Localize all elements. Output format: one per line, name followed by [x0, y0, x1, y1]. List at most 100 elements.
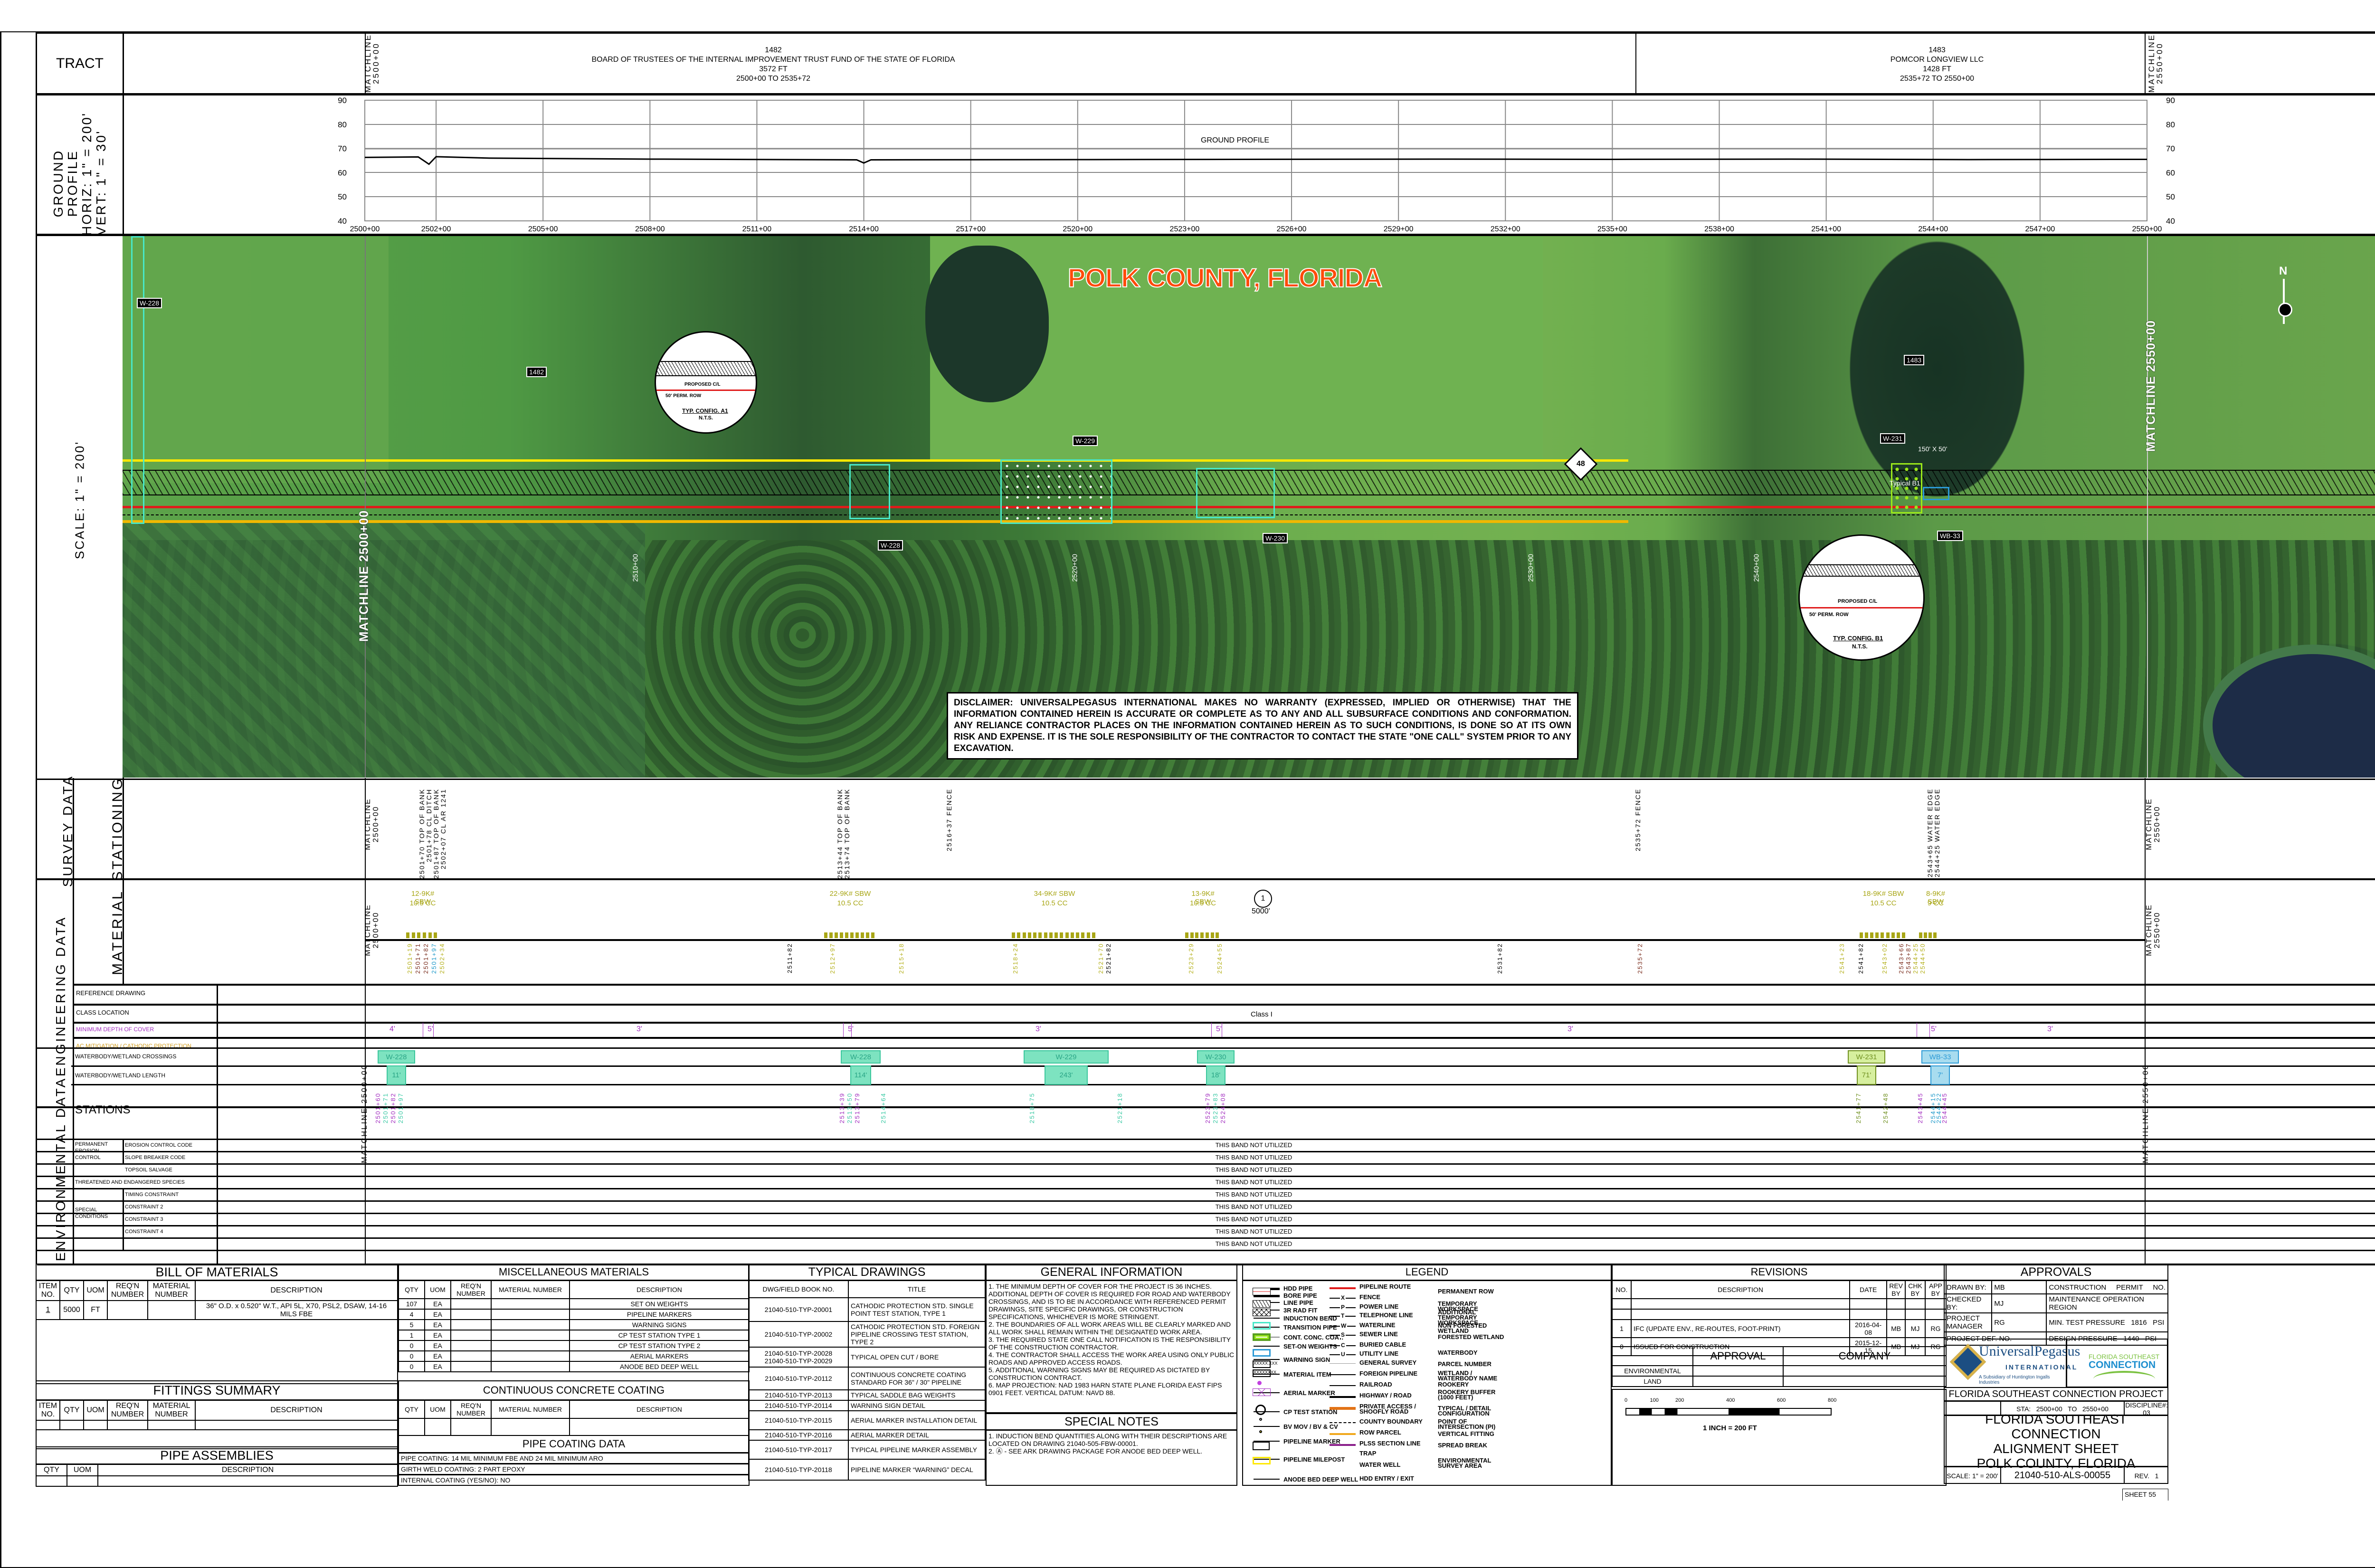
- env-station-label: 2501+82: [390, 1093, 397, 1123]
- row-label-slope-breaker: SLOPE BREAKER CODE: [125, 1155, 186, 1160]
- legend-area-icon: [1253, 1369, 1271, 1377]
- drawing-number-row: SCALE: 1" = 200' 21040-510-ALS-00055 REV…: [1944, 1466, 2168, 1484]
- wetland-crossing-w-228[interactable]: W-228: [378, 1050, 415, 1064]
- wetland-crossing-wb-33[interactable]: WB-33: [1921, 1050, 1959, 1064]
- env-station-label: 2543+45: [1917, 1093, 1924, 1123]
- set-on-weight: [411, 932, 415, 938]
- sta-row: STA: 2500+00 TO 2550+00 DISCIPLINE#: 03: [1944, 1401, 2168, 1416]
- legend-label: POINT OF INTERSECTION (PI): [1438, 1418, 1496, 1430]
- scale-tick-label: 600: [1777, 1397, 1786, 1403]
- svg-text:2526+00: 2526+00: [1277, 225, 1307, 233]
- wetland-length: 243': [1044, 1065, 1088, 1085]
- scale-tick-label: 100: [1650, 1397, 1659, 1403]
- wetland-length: 71': [1856, 1065, 1877, 1085]
- depth-of-cover-value: 3': [1568, 1025, 1573, 1033]
- map-station-2530: 2530+00: [1527, 554, 1535, 582]
- pipe-coating-line-3: INTERNAL COATING (YES/NO): NO: [398, 1474, 750, 1486]
- material-station-label: 2512+97: [829, 943, 836, 974]
- legend-label: ANODE BED DEEP WELL: [1283, 1476, 1358, 1483]
- legend-parcel-sample: XXXXX.XXX: [1254, 1361, 1278, 1366]
- legend-label: WATER WELL: [1359, 1461, 1401, 1468]
- wetland-label-w228-b: W-228: [878, 540, 903, 551]
- special-note: 2. Ⓐ - SEE ARK DRAWING PACKAGE FOR ANODE…: [988, 1447, 1203, 1455]
- legend-line-icon: [1330, 1287, 1356, 1289]
- wetland-crossing-w-229[interactable]: W-229: [1024, 1050, 1109, 1064]
- legend-line-icon: [1330, 1374, 1356, 1375]
- wetland-w228-b[interactable]: [849, 464, 890, 519]
- wetland-w231[interactable]: [1891, 463, 1922, 513]
- callout-typ-config-b1[interactable]: PROPOSED C/L 50' PERM. ROW TYP. CONFIG. …: [1798, 534, 1925, 661]
- wetland-crossing-w-230[interactable]: W-230: [1197, 1050, 1235, 1064]
- map-matchline-right-line: [2147, 236, 2148, 778]
- table-row: ENVIRONMENTAL: [1612, 1365, 1947, 1377]
- callout-typ-config-a1[interactable]: PROPOSED C/L 50' PERM. ROW TYP. CONFIG. …: [655, 331, 757, 434]
- parcel-label-1483: 1483: [1904, 355, 1925, 365]
- up-sub: INTERNATIONAL: [2005, 1363, 2078, 1371]
- wetland-crossing-w-228[interactable]: W-228: [841, 1050, 881, 1064]
- legend-label: HDD PIPE: [1283, 1285, 1313, 1292]
- wetland-w229[interactable]: [1000, 459, 1112, 524]
- set-on-weight: [824, 932, 827, 938]
- scale-tick-label: 400: [1726, 1397, 1735, 1403]
- svg-text:40: 40: [2166, 217, 2175, 226]
- material-station-label: 2541+82: [1857, 943, 1864, 974]
- wetland-w230[interactable]: [1196, 468, 1275, 518]
- legend-line-icon: [1330, 1444, 1356, 1446]
- set-on-weight: [840, 932, 843, 938]
- set-on-weight: [423, 932, 426, 938]
- env-station-label: 2523+79: [1204, 1093, 1211, 1123]
- legend-symbol-pipeline-milepost-icon: [1254, 1459, 1280, 1460]
- legend-label: BORE PIPE: [1283, 1292, 1317, 1299]
- wetland-w228-a[interactable]: [131, 236, 144, 524]
- band-not-utilized: THIS BAND NOT UTILIZED: [1215, 1228, 1292, 1235]
- ground-profile-line: [364, 156, 2147, 165]
- fsc-bottom: CONNECTION: [2089, 1359, 2156, 1370]
- env-station-label: 2542+48: [1882, 1093, 1889, 1123]
- material-station-label: 2524+55: [1216, 943, 1223, 974]
- weight-spacing: 10.5 CC: [1870, 899, 1897, 907]
- disclaimer-box: DISCLAIMER: UNIVERSALPEGASUS INTERNATION…: [947, 692, 1578, 760]
- legend-label: RAILROAD: [1359, 1381, 1392, 1388]
- drawing-scale: SCALE: 1" = 200': [1947, 1472, 1998, 1480]
- aerial-map[interactable]: MATCHLINE 2500+00 MATCHLINE 2550+00 POLK…: [123, 236, 2375, 778]
- tract-parcel-1482: 1482 BOARD OF TRUSTEES OF THE INTERNAL I…: [512, 38, 1035, 91]
- set-on-weight: [1865, 932, 1869, 938]
- survey-band: SURVEY DATA STATIONING MATCHLINE 2500+00…: [36, 775, 2375, 887]
- special-note: 1. INDUCTION BEND QUANTITIES ALONG WITH …: [988, 1432, 1227, 1447]
- general-note: 5. ADDITIONAL WARNING SIGNS MAY BE REQUI…: [988, 1366, 1210, 1381]
- env-station-label: 2501+71: [382, 1093, 389, 1123]
- set-on-weight: [1076, 932, 1079, 938]
- scale-tick-label: 800: [1828, 1397, 1837, 1403]
- legend-label: FORESTED WETLAND: [1438, 1333, 1504, 1340]
- material-station-label: 2541+23: [1838, 943, 1845, 974]
- legend-label: WETLAND / WATERBODY NAME: [1438, 1369, 1498, 1382]
- parcel-length: 1428 FT: [1923, 65, 1951, 73]
- legend-label: ROOKERY BUFFER (1000 FEET): [1438, 1388, 1496, 1401]
- scale-tick-label: 200: [1675, 1397, 1684, 1403]
- material-station-label: 2502+34: [438, 943, 446, 974]
- svg-text:2520+00: 2520+00: [1063, 225, 1092, 233]
- weight-label: 22-9K# SBW: [829, 890, 871, 898]
- svg-text:2550+00: 2550+00: [2132, 225, 2162, 233]
- wetland-label-w229: W-229: [1073, 436, 1098, 446]
- env-station-label: 2513+50: [846, 1093, 853, 1123]
- svg-text:60: 60: [338, 168, 347, 177]
- row-label-erosion-code: EROSION CONTROL CODE: [125, 1142, 192, 1148]
- svg-text:90: 90: [338, 96, 347, 105]
- legend-label: TRANSITION PIPE: [1283, 1324, 1337, 1331]
- pipe-coating-title: PIPE COATING DATA: [398, 1435, 750, 1453]
- waterbody-wb33[interactable]: [1923, 487, 1949, 500]
- wetland-crossing-w-231[interactable]: W-231: [1848, 1050, 1885, 1064]
- row-label-constraint-3: CONSTRAINT 3: [125, 1216, 163, 1222]
- set-on-weight: [1185, 932, 1188, 938]
- env-row-line: [37, 1213, 2375, 1214]
